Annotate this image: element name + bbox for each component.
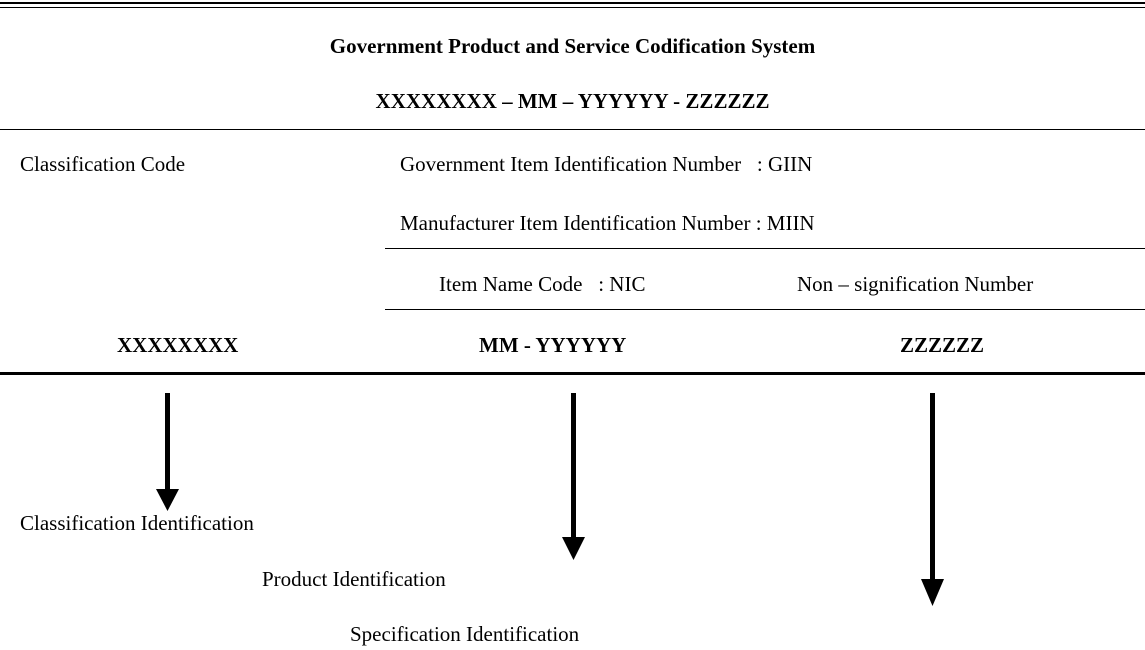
segment-x: XXXXXXXX bbox=[117, 333, 239, 357]
segment-z: ZZZZZZ bbox=[900, 333, 985, 357]
header-divider bbox=[0, 129, 1145, 130]
segments-bottom-rule bbox=[0, 372, 1145, 375]
classification-identification: Classification Identification bbox=[20, 511, 254, 535]
miin-label: Manufacturer Item Identification Number … bbox=[400, 211, 815, 235]
specification-identification: Specification Identification bbox=[350, 622, 580, 646]
giin-miin-divider bbox=[385, 248, 1145, 249]
top-double-rule-upper bbox=[0, 2, 1145, 4]
arrow-specification bbox=[921, 393, 944, 606]
arrow-product bbox=[562, 393, 585, 560]
code-format: XXXXXXXX – MM – YYYYYY - ZZZZZZ bbox=[375, 89, 770, 113]
segment-mm-y: MM - YYYYYY bbox=[479, 333, 627, 357]
giin-label: Government Item Identification Number : … bbox=[400, 152, 813, 176]
classification-code-label: Classification Code bbox=[20, 152, 186, 176]
non-signification-label: Non – signification Number bbox=[797, 272, 1034, 296]
diagram-title: Government Product and Service Codificat… bbox=[329, 34, 816, 58]
arrow-classification bbox=[156, 393, 179, 511]
top-double-rule-lower bbox=[0, 7, 1145, 8]
nic-label: Item Name Code : NIC bbox=[439, 272, 646, 296]
product-identification: Product Identification bbox=[262, 567, 446, 591]
nic-divider bbox=[385, 309, 1145, 310]
